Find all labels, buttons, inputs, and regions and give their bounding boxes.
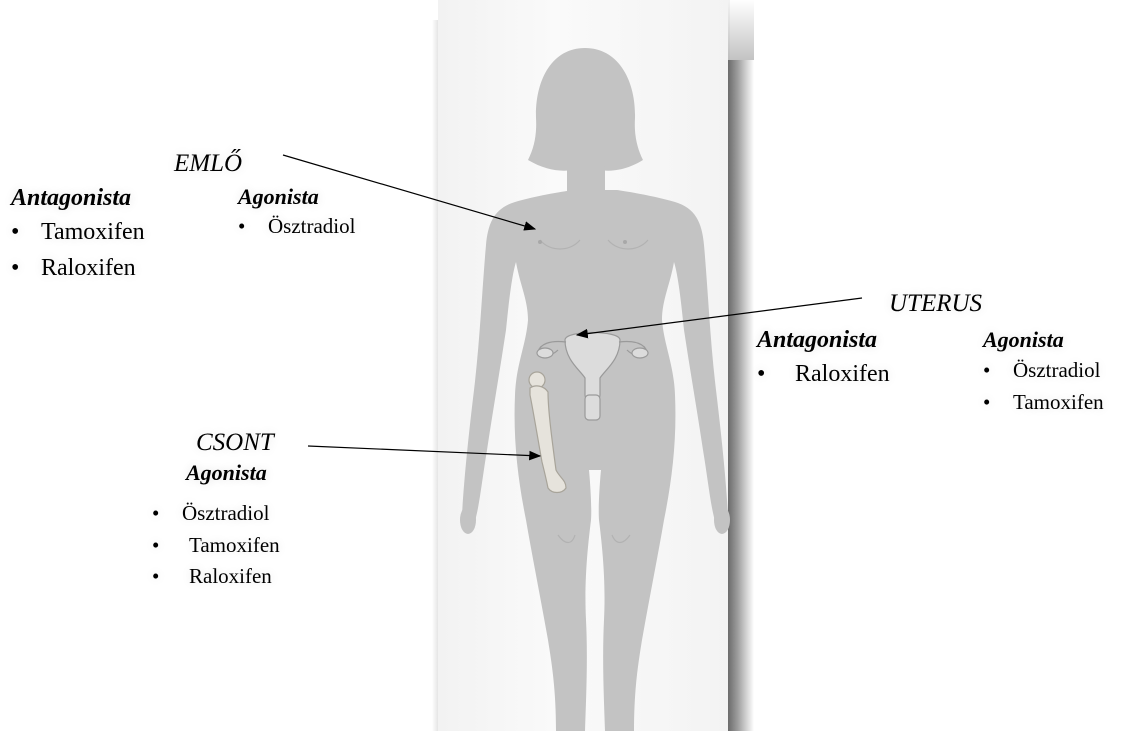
bullet-icon: • — [152, 566, 189, 587]
uterus-agonist-heading: Agonista — [983, 329, 1064, 351]
breast-agonist-heading: Agonista — [238, 186, 319, 208]
bone-arrow — [308, 446, 540, 456]
uterus-agonist-item: •Tamoxifen — [983, 392, 1104, 413]
bullet-icon: • — [983, 360, 1013, 381]
bone-agonist-heading: Agonista — [186, 462, 267, 484]
bullet-icon: • — [983, 392, 1013, 413]
bone-organ-label: CSONT — [196, 430, 274, 455]
bullet-icon: • — [152, 503, 182, 524]
breast-agonist-item: •Ösztradiol — [238, 216, 355, 237]
breast-organ-label: EMLŐ — [174, 151, 242, 176]
breast-antagonist-item: •Tamoxifen — [11, 220, 145, 244]
bone-agonist-item: •Raloxifen — [152, 566, 272, 587]
bone-agonist-item: •Ösztradiol — [152, 503, 269, 524]
bullet-icon: • — [11, 220, 41, 244]
bullet-icon: • — [238, 216, 268, 237]
uterus-antagonist-item: •Raloxifen — [757, 362, 890, 386]
uterus-organ-label: UTERUS — [889, 291, 982, 316]
bullet-icon: • — [11, 256, 41, 280]
uterus-antagonist-heading: Antagonista — [757, 328, 877, 352]
breast-antagonist-heading: Antagonista — [11, 186, 131, 210]
bone-agonist-item: •Tamoxifen — [152, 535, 280, 556]
uterus-agonist-item: •Ösztradiol — [983, 360, 1100, 381]
bullet-icon: • — [152, 535, 189, 556]
bullet-icon: • — [757, 362, 795, 386]
breast-antagonist-item: •Raloxifen — [11, 256, 136, 280]
